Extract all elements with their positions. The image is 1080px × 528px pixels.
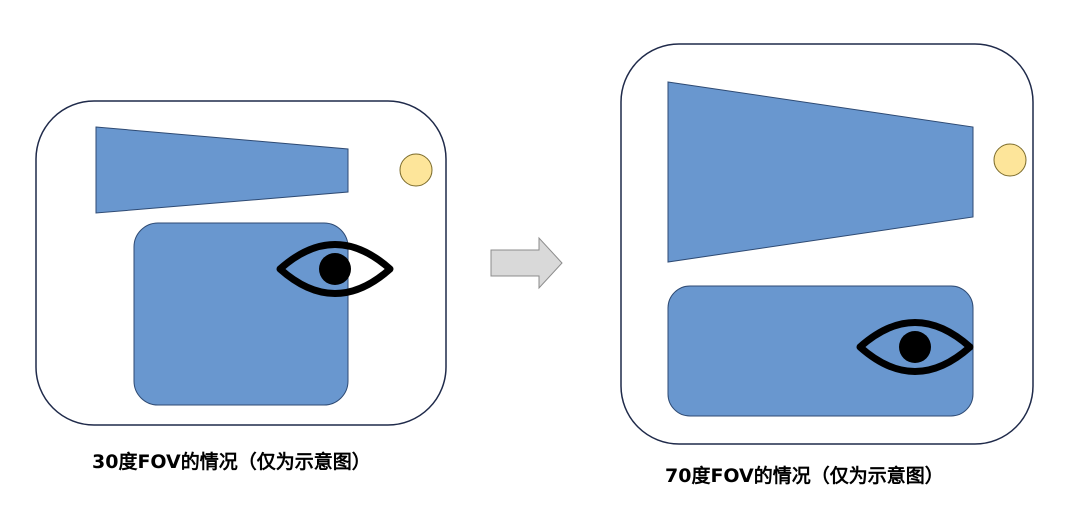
eye-icon [276,241,394,297]
sun-icon [993,143,1027,177]
arrow-right-icon [490,236,563,290]
caption-70-fov: 70度FOV的情况（仅为示意图） [665,465,944,487]
view-block [133,222,349,406]
panel-70-fov [620,43,1034,445]
caption-30-fov: 30度FOV的情况（仅为示意图） [92,451,371,473]
view-block [667,285,974,417]
sun-icon [399,153,433,187]
panel-30-fov [35,100,447,426]
frustum-shape [667,81,974,263]
eye-icon [856,319,974,375]
frustum-shape [95,126,349,214]
